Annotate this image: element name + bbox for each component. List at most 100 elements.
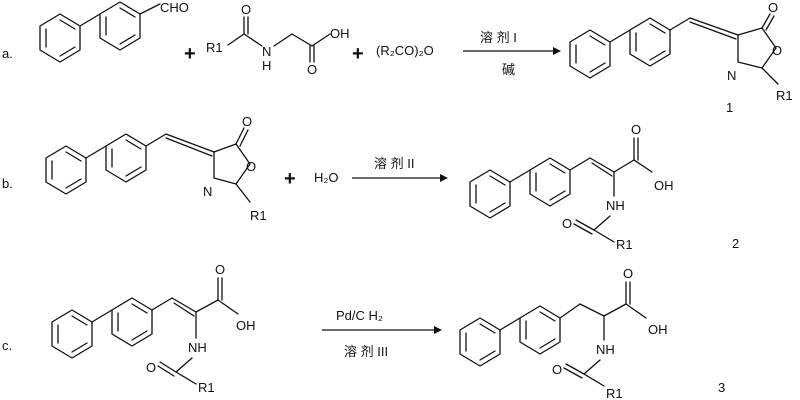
azlactone-reactant: O O N R1 (45, 114, 267, 223)
step-a: a. CHO + R1 O N H OH (2, 0, 793, 115)
bond-to-carboxyl (195, 299, 219, 313)
phenyl-ring-1-double-bonds (57, 315, 88, 353)
bond-to-r1 (761, 67, 779, 85)
carboxyl-oh-text: OH (648, 322, 668, 337)
phenyl-ring-1-double-bonds (575, 35, 606, 73)
r1-text: R1 (250, 208, 267, 223)
bond-to-carboxyl (613, 159, 635, 173)
vinyl-double-bond-2 (173, 302, 195, 317)
oxazolone-ring (737, 27, 777, 69)
exocyclic-double-bond (689, 17, 739, 36)
plus-sign: + (184, 43, 196, 65)
bond-c-n (243, 33, 263, 47)
arrow-head (434, 326, 442, 334)
formyl-text: CHO (160, 0, 189, 15)
amide-c-o (565, 363, 585, 375)
phenyl-ring-2-double-bonds (635, 23, 666, 61)
amino-acid-product-3: O OH NH O R1 3 (459, 266, 725, 400)
amide-o-text: O (146, 360, 156, 375)
condition-top: 溶 剂 I (480, 30, 517, 45)
bond-to-carboxyl (603, 303, 627, 317)
step-b-label: b. (2, 176, 13, 191)
step-b: b. O O N R1 + H₂O 溶 剂 II (2, 114, 739, 252)
dehydroamino-acid-reactant: O OH NH O R1 (51, 262, 256, 395)
phenyl-ring-1-double-bonds (465, 323, 496, 361)
formyl-bond (139, 3, 161, 15)
carbonyl-bond-2 (765, 15, 775, 31)
acyl-glycine: R1 O N H OH O (206, 2, 350, 77)
bond-nh-c (583, 359, 601, 375)
ring-o-text: O (246, 159, 256, 174)
carboxyl-o-text: O (623, 266, 633, 281)
vinyl-double-bond (171, 297, 197, 313)
bond-to-methine (145, 133, 167, 147)
bond-to-r1 (175, 371, 197, 385)
ring-n-text: N (203, 184, 212, 199)
carboxyl-c-oh (217, 299, 239, 315)
carboxyl-c-oh (633, 159, 653, 173)
biaryl-bond (609, 29, 631, 43)
bond-c-oh (311, 33, 331, 47)
compound-number: 1 (726, 100, 733, 115)
carboxyl-o-text: O (215, 262, 225, 277)
n-text: N (262, 44, 271, 59)
phenyl-ring-2-double-bonds (105, 7, 136, 45)
azlactone-product-1: O O N R1 1 (569, 0, 793, 115)
amide-o-text: O (562, 216, 572, 231)
compound-number: 3 (718, 380, 725, 395)
condition-top: Pd/C H₂ (336, 308, 383, 323)
phenyl-ring-2-double-bonds (111, 139, 142, 177)
amide-c-o (159, 361, 177, 373)
step-a-label: a. (2, 46, 13, 61)
ch2-to-calpha (579, 303, 605, 317)
bond-to-ch2 (559, 303, 581, 319)
biphenyl-aldehyde: CHO (39, 0, 189, 63)
acid-o-text: O (307, 62, 317, 77)
bond-r-c (227, 33, 245, 46)
r1-text: R1 (616, 237, 633, 252)
bond-nh-c (175, 357, 193, 373)
bond-ch2-cooh (291, 33, 313, 47)
dehydroamino-acid-product-2: O OH NH O R1 2 (469, 122, 739, 252)
compound-number: 2 (732, 236, 739, 251)
bond-nh-c (593, 215, 611, 231)
bond-n-ch2 (273, 33, 293, 47)
water-text: H₂O (314, 170, 339, 185)
r1-text: R1 (198, 380, 215, 395)
condition-top: 溶 剂 II (374, 156, 414, 171)
ring-n-text: N (727, 68, 736, 83)
arrow-head (440, 174, 448, 182)
biaryl-bond (509, 169, 531, 183)
arrow-head (553, 47, 561, 55)
anhydride-text: (R₂CO)₂O (376, 43, 434, 58)
oxazolone-ring (213, 143, 251, 185)
phenyl-ring-1-double-bonds (475, 175, 506, 213)
step-c-label: c. (2, 338, 12, 353)
h-text: H (262, 58, 271, 73)
r1-text: R1 (606, 386, 623, 400)
carbonyl-o-text: O (242, 114, 252, 129)
condition-bottom: 碱 (502, 62, 515, 77)
bond-to-r1 (235, 183, 251, 203)
oh-text: OH (330, 26, 350, 41)
biaryl-bond (79, 13, 101, 27)
exocyclic-double-bond-2 (165, 137, 213, 157)
carbonyl-o-text: O (768, 0, 778, 15)
bond-to-vinyl (569, 157, 591, 171)
nh-text: NH (596, 342, 615, 357)
carbonyl-bond (235, 127, 245, 145)
ring-o-text: O (772, 43, 782, 58)
amide-o-text: O (552, 362, 562, 377)
plus-sign: + (352, 43, 364, 65)
phenyl-ring-2-double-bonds (535, 163, 566, 201)
phenyl-ring-1-double-bonds (45, 19, 76, 57)
bond-to-methine (669, 17, 691, 31)
r1-text: R1 (206, 40, 223, 55)
condition-bottom: 溶 剂 III (344, 344, 388, 359)
phenyl-ring-1-double-bonds (51, 151, 82, 189)
carboxyl-c-oh (625, 303, 647, 319)
nh-text: NH (188, 340, 207, 355)
phenyl-ring-2-double-bonds (525, 311, 556, 349)
plus-sign: + (284, 168, 296, 190)
carboxyl-o-text: O (631, 122, 641, 137)
